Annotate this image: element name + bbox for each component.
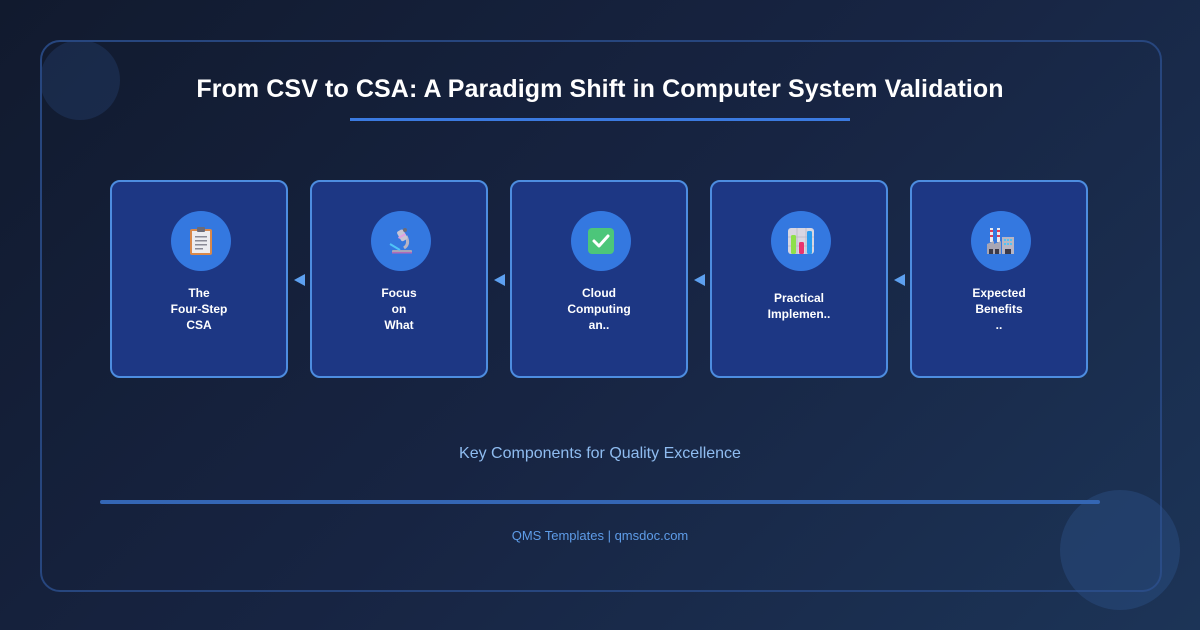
card-label: Focus on What <box>381 286 417 332</box>
diagram-subtitle: Key Components for Quality Excellence <box>459 445 741 462</box>
checkmark-icon <box>571 211 631 271</box>
component-card-practical-implementation: Practical Implemen.. <box>710 180 888 378</box>
arrow-left-icon <box>894 274 905 286</box>
card-label: Expected Benefits .. <box>972 286 1026 332</box>
content-frame <box>40 40 1162 592</box>
arrow-left-icon <box>294 274 305 286</box>
component-card-focus-on-what: Focus on What <box>310 180 488 378</box>
footer-credit: QMS Templates | qmsdoc.com <box>511 528 689 543</box>
decorative-circle-bottom-right <box>1060 490 1180 610</box>
factory-icon <box>971 211 1031 271</box>
title-underline <box>350 118 850 121</box>
arrow-left-icon <box>694 274 705 286</box>
card-label: Cloud Computing an.. <box>567 286 631 332</box>
bar-chart-icon <box>771 211 831 271</box>
component-card-four-step-csa: The Four-Step CSA <box>110 180 288 378</box>
divider <box>100 500 1100 504</box>
arrow-left-icon <box>494 274 505 286</box>
component-card-cloud-computing: Cloud Computing an.. <box>510 180 688 378</box>
page-title: From CSV to CSA: A Paradigm Shift in Com… <box>196 75 1004 103</box>
card-label: The Four-Step CSA <box>170 286 228 332</box>
clipboard-icon <box>171 211 231 271</box>
microscope-icon <box>371 211 431 271</box>
component-card-expected-benefits: Expected Benefits .. <box>910 180 1088 378</box>
card-label: Practical Implemen.. <box>767 291 831 321</box>
